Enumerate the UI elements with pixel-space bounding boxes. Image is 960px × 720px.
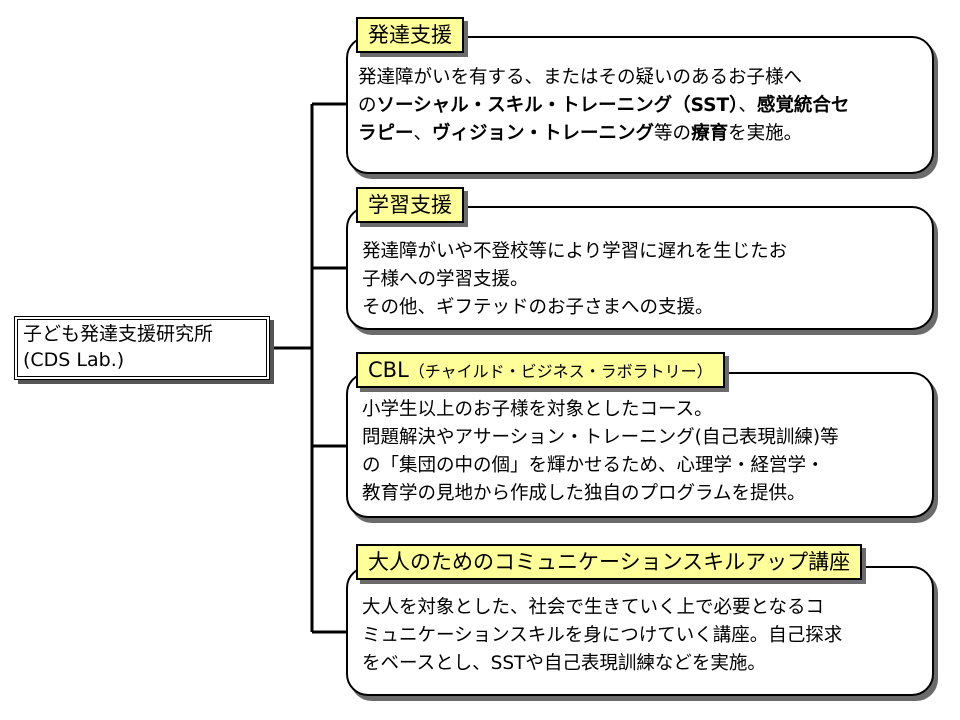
card-line: 問題解決やアサーション・トレーニング(自己表現訓練)等 bbox=[362, 424, 839, 452]
body-text: 発達障がいや不登校等により学習に遅れを生じたお bbox=[362, 241, 788, 262]
card-line: 発達障がいや不登校等により学習に遅れを生じたお bbox=[362, 238, 787, 266]
tag-adult-communication: 大人のためのコミュニケーションスキルアップ講座 bbox=[356, 544, 863, 580]
body-text: 子様への学習支援。 bbox=[362, 269, 529, 290]
card-line: 小学生以上のお子様を対象としたコース。 bbox=[362, 396, 839, 424]
tag-cbl: CBL（チャイルド・ビジネス・ラボラトリー） bbox=[356, 352, 725, 388]
card-adult-communication: 大人を対象とした、社会で生きていく上で必要となるコ ミュニケーションスキルを身に… bbox=[346, 566, 934, 696]
card-line: 発達障がいを有する、またはその疑いのあるお子様へ bbox=[358, 64, 849, 92]
card-learning-support: 発達障がいや不登校等により学習に遅れを生じたお 子様への学習支援。 その他、ギフ… bbox=[346, 206, 934, 330]
card-line: ラピー、ヴィジョン・トレーニング等の療育を実施。 bbox=[358, 120, 849, 148]
body-text: 問題解決やアサーション・トレーニング(自己表現訓練)等 bbox=[362, 427, 839, 448]
tag-development-support: 発達支援 bbox=[356, 17, 464, 53]
card-body: 小学生以上のお子様を対象としたコース。 問題解決やアサーション・トレーニング(自… bbox=[362, 396, 839, 508]
body-text: その他、ギフテッドのお子さまへの支援。 bbox=[362, 297, 714, 318]
body-text: 等の bbox=[654, 123, 692, 144]
body-text: をベースとし、SSTや自己表現訓練などを実施。 bbox=[362, 653, 766, 674]
root-subtitle: (CDS Lab.) bbox=[23, 349, 125, 371]
tag-cbl-label: CBL bbox=[368, 358, 409, 382]
card-development-support: 発達障がいを有する、またはその疑いのあるお子様へ のソーシャル・スキル・トレーニ… bbox=[346, 36, 934, 174]
emphasis-text: ヴィジョン・トレーニング bbox=[432, 123, 655, 144]
body-text: 小学生以上のお子様を対象としたコース。 bbox=[362, 399, 713, 420]
root-node: 子ども発達支援研究所 (CDS Lab.) bbox=[14, 316, 270, 380]
emphasis-text: 感覚統合セ bbox=[756, 95, 850, 116]
body-text: を実施。 bbox=[728, 123, 803, 144]
body-text: の「集団の中の個」を輝かせるため、心理学・経営学・ bbox=[362, 455, 825, 476]
body-text: 発達障がいを有する、またはその疑いのあるお子様へ bbox=[358, 67, 803, 88]
body-text: 、 bbox=[738, 95, 757, 116]
tag-learning-support: 学習支援 bbox=[356, 187, 464, 223]
card-body: 発達障がいや不登校等により学習に遅れを生じたお 子様への学習支援。 その他、ギフ… bbox=[362, 238, 787, 322]
card-body: 大人を対象とした、社会で生きていく上で必要となるコ ミュニケーションスキルを身に… bbox=[362, 594, 842, 678]
card-line: その他、ギフテッドのお子さまへの支援。 bbox=[362, 294, 787, 322]
emphasis-text: 療育 bbox=[691, 123, 729, 144]
card-cbl: 小学生以上のお子様を対象としたコース。 問題解決やアサーション・トレーニング(自… bbox=[346, 372, 934, 518]
root-title: 子ども発達支援研究所 bbox=[23, 323, 214, 345]
card-line: のソーシャル・スキル・トレーニング（SST）、感覚統合セ bbox=[358, 92, 849, 120]
emphasis-text: ソーシャル・スキル・トレーニング（SST） bbox=[376, 95, 739, 116]
body-text: の bbox=[358, 95, 377, 116]
body-text: 教育学の見地から作成した独自のプログラムを提供。 bbox=[362, 483, 806, 504]
tag-cbl-subtitle: （チャイルド・ビジネス・ラボラトリー） bbox=[408, 362, 713, 381]
emphasis-text: ラピー bbox=[358, 123, 414, 144]
card-line: 子様への学習支援。 bbox=[362, 266, 787, 294]
body-text: ミュニケーションスキルを身につけていく講座。自己探求 bbox=[362, 625, 843, 646]
card-body: 発達障がいを有する、またはその疑いのあるお子様へ のソーシャル・スキル・トレーニ… bbox=[358, 64, 849, 148]
card-line: の「集団の中の個」を輝かせるため、心理学・経営学・ bbox=[362, 452, 839, 480]
body-text: 、 bbox=[413, 123, 433, 144]
body-text: 大人を対象とした、社会で生きていく上で必要となるコ bbox=[362, 597, 824, 618]
card-line: をベースとし、SSTや自己表現訓練などを実施。 bbox=[362, 650, 842, 678]
card-line: ミュニケーションスキルを身につけていく講座。自己探求 bbox=[362, 622, 842, 650]
card-line: 大人を対象とした、社会で生きていく上で必要となるコ bbox=[362, 594, 842, 622]
card-line: 教育学の見地から作成した独自のプログラムを提供。 bbox=[362, 480, 839, 508]
